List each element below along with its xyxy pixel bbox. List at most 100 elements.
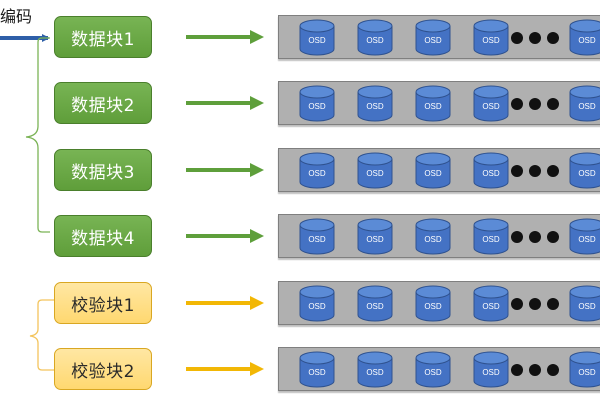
osd-disk-icon: OSD: [473, 351, 509, 388]
dot: [547, 165, 559, 177]
osd-disk-icon: OSD: [357, 19, 393, 56]
osd-disk-icon: OSD: [473, 152, 509, 189]
osd-disk-icon: OSD: [473, 218, 509, 255]
svg-text:OSD: OSD: [308, 102, 326, 111]
dot: [529, 165, 541, 177]
data-blocks-bracket: [25, 37, 50, 233]
osd-disk-icon: OSD: [415, 351, 451, 388]
osd-disk-icon: OSD: [299, 218, 335, 255]
osd-disk-icon: OSD: [473, 85, 509, 122]
svg-text:OSD: OSD: [366, 36, 384, 45]
dot: [547, 32, 559, 44]
data-block-4: 数据块4: [54, 215, 152, 257]
osd-rack-6: OSD OSD OSD OSD OSD: [278, 347, 600, 391]
osd-disk-icon: OSD: [473, 19, 509, 56]
osd-disk-icon: OSD: [415, 85, 451, 122]
dot: [529, 32, 541, 44]
arrow-to-rack-1: [186, 30, 264, 44]
osd-disk-icon: OSD: [299, 285, 335, 322]
osd-disk-icon: OSD: [357, 218, 393, 255]
ellipsis-dots: [511, 165, 559, 177]
osd-disk-icon: OSD: [415, 152, 451, 189]
osd-disk-icon: OSD: [357, 285, 393, 322]
dot: [529, 231, 541, 243]
svg-text:OSD: OSD: [482, 368, 500, 377]
data-block-2: 数据块2: [54, 82, 152, 124]
data-block-3: 数据块3: [54, 149, 152, 191]
svg-text:OSD: OSD: [482, 169, 500, 178]
ellipsis-dots: [511, 231, 559, 243]
svg-text:OSD: OSD: [578, 36, 596, 45]
osd-disk-icon: OSD: [415, 19, 451, 56]
osd-disk-icon: OSD: [357, 351, 393, 388]
osd-rack-1: OSD OSD OSD OSD OSD: [278, 15, 600, 59]
svg-text:OSD: OSD: [482, 36, 500, 45]
dot: [529, 98, 541, 110]
osd-disk-icon: OSD: [569, 351, 600, 388]
osd-disk-icon: OSD: [473, 285, 509, 322]
svg-text:OSD: OSD: [366, 235, 384, 244]
svg-text:OSD: OSD: [308, 302, 326, 311]
osd-rack-5: OSD OSD OSD OSD OSD: [278, 281, 600, 325]
svg-text:OSD: OSD: [366, 102, 384, 111]
dot: [547, 98, 559, 110]
svg-text:OSD: OSD: [366, 169, 384, 178]
osd-rack-2: OSD OSD OSD OSD OSD: [278, 81, 600, 125]
dot: [547, 231, 559, 243]
osd-disk-icon: OSD: [569, 218, 600, 255]
ellipsis-dots: [511, 298, 559, 310]
dot: [547, 298, 559, 310]
dot: [529, 364, 541, 376]
osd-disk-icon: OSD: [415, 285, 451, 322]
svg-text:OSD: OSD: [424, 169, 442, 178]
ellipsis-dots: [511, 98, 559, 110]
svg-text:OSD: OSD: [366, 302, 384, 311]
osd-disk-icon: OSD: [415, 218, 451, 255]
arrow-to-rack-2: [186, 96, 264, 110]
osd-disk-icon: OSD: [569, 85, 600, 122]
svg-text:OSD: OSD: [308, 368, 326, 377]
osd-disk-icon: OSD: [569, 285, 600, 322]
svg-text:OSD: OSD: [424, 368, 442, 377]
svg-text:OSD: OSD: [308, 36, 326, 45]
encode-label: 编码: [0, 7, 33, 26]
dot: [547, 364, 559, 376]
osd-disk-icon: OSD: [299, 351, 335, 388]
osd-disk-icon: OSD: [357, 152, 393, 189]
ellipsis-dots: [511, 364, 559, 376]
svg-text:OSD: OSD: [578, 235, 596, 244]
osd-disk-icon: OSD: [299, 85, 335, 122]
svg-text:OSD: OSD: [424, 36, 442, 45]
dot: [511, 231, 523, 243]
svg-text:OSD: OSD: [308, 235, 326, 244]
dot: [511, 98, 523, 110]
osd-disk-icon: OSD: [299, 152, 335, 189]
svg-text:OSD: OSD: [482, 102, 500, 111]
osd-disk-icon: OSD: [569, 19, 600, 56]
svg-text:OSD: OSD: [424, 302, 442, 311]
dot: [511, 364, 523, 376]
osd-rack-3: OSD OSD OSD OSD OSD: [278, 148, 600, 192]
osd-disk-icon: OSD: [299, 19, 335, 56]
svg-text:OSD: OSD: [578, 102, 596, 111]
dot: [511, 298, 523, 310]
data-block-1: 数据块1: [54, 16, 152, 58]
svg-text:OSD: OSD: [366, 368, 384, 377]
dot: [529, 298, 541, 310]
parity-blocks-bracket: [29, 299, 54, 371]
svg-text:OSD: OSD: [424, 102, 442, 111]
arrow-to-rack-3: [186, 163, 264, 177]
svg-text:OSD: OSD: [308, 169, 326, 178]
osd-disk-icon: OSD: [357, 85, 393, 122]
svg-text:OSD: OSD: [578, 169, 596, 178]
dot: [511, 32, 523, 44]
ellipsis-dots: [511, 32, 559, 44]
arrow-to-rack-4: [186, 229, 264, 243]
svg-text:OSD: OSD: [578, 302, 596, 311]
svg-text:OSD: OSD: [578, 368, 596, 377]
svg-text:OSD: OSD: [482, 302, 500, 311]
svg-text:OSD: OSD: [482, 235, 500, 244]
svg-text:OSD: OSD: [424, 235, 442, 244]
osd-rack-4: OSD OSD OSD OSD OSD: [278, 214, 600, 258]
